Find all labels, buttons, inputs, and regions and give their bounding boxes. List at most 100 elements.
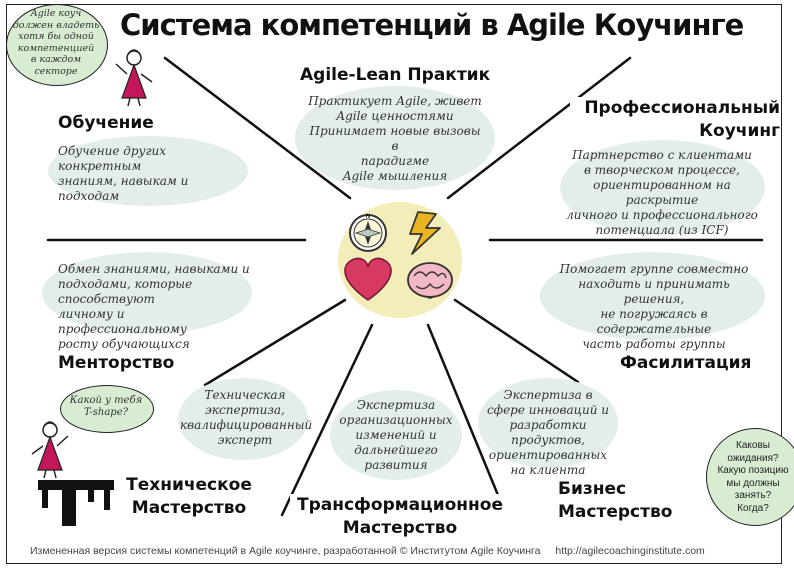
divider-bottom-left (280, 323, 374, 517)
bubble-line: Каковы (736, 440, 770, 451)
bubble-line: в каждом (30, 54, 82, 65)
blob-technical (178, 378, 308, 460)
bubble-line: занять? (734, 490, 772, 501)
desc-professional-coaching: Партнерство с клиентами в творческом про… (562, 148, 762, 238)
compass-icon: N (349, 213, 387, 252)
desc-line: находить и принимать решения, (578, 277, 730, 306)
divider-top-left (163, 56, 352, 200)
speech-bubble-bottom-right (706, 428, 794, 526)
speech-bubble-top-left (6, 4, 108, 86)
brain-icon (407, 262, 453, 299)
divider-lower-right (453, 298, 580, 384)
bubble-line: хотя бы одной (18, 31, 94, 42)
desc-line: в творческом процессе, (584, 163, 740, 177)
heading-facilitation: Фасилитация (620, 352, 752, 375)
desc-line: росту обучающихся (58, 337, 190, 351)
page-title: Система компетенций в Agile Коучинге (120, 8, 744, 42)
bubble-line: Когда? (737, 502, 769, 514)
desc-line: знаниям, навыкам и (58, 174, 189, 188)
blob-business (478, 378, 618, 468)
heading-line: Бизнес (558, 479, 627, 499)
blob-mentoring (42, 252, 252, 334)
bubble-line: Agile коуч (30, 8, 82, 19)
center-icons: N (338, 202, 462, 318)
blob-professional-coaching (560, 140, 765, 235)
footer-credit: Измененная версия системы компетенций в … (30, 545, 541, 557)
desc-line: квалифицированный (180, 418, 313, 432)
desc-line: подходами, которые способствуют (58, 277, 193, 306)
desc-line: подходам (58, 189, 120, 203)
blob-facilitation (540, 252, 765, 340)
divider-lower-left (203, 298, 347, 387)
desc-line: личному и профессиональному (58, 307, 187, 336)
desc-agile-lean: Практикует Agile, живет Agile ценностями… (305, 94, 485, 184)
bubble-text-bottom-right: Каковы ожидания? Какую позицию мы должны… (710, 440, 794, 515)
desc-line: часть работы группы (582, 337, 726, 351)
desc-business: Экспертиза в сфере инноваций и разработк… (478, 388, 618, 478)
diagram-frame (6, 4, 782, 564)
bubble-line: T-shape? (84, 407, 128, 418)
blob-teaching (48, 136, 248, 206)
desc-line: Agile ценностями (336, 109, 454, 123)
footer-link[interactable]: http://agilecoachinginstitute.com (555, 545, 705, 557)
desc-facilitation: Помогает группе совместно находить и при… (548, 262, 760, 352)
desc-line: ориентированных (488, 448, 608, 462)
desc-line: не погружаясь в содержательные (596, 307, 712, 336)
desc-technical: Техническая экспертиза, квалифицированны… (180, 388, 313, 448)
desc-transformational: Экспертиза организационных изменений и д… (332, 398, 460, 473)
desc-line: Принимает новые вызовы в (309, 124, 481, 153)
bubble-line: мы должны (726, 477, 780, 489)
desc-line: развития (364, 458, 428, 472)
desc-line: Agile мышления (342, 169, 448, 183)
bubble-line: ожидания? (727, 452, 779, 464)
desc-line: Партнерство с клиентами (572, 148, 752, 162)
t-shape-icon (38, 480, 114, 526)
divider-bottom-right (426, 323, 502, 502)
desc-line: Техническая (204, 388, 286, 402)
heading-agile-lean: Agile-Lean Практик (300, 64, 491, 87)
lightning-icon (409, 211, 441, 255)
blob-transformational (330, 390, 462, 480)
desc-line: разработки продуктов, (509, 418, 587, 447)
heading-business: Бизнес Мастерство (558, 478, 673, 524)
heart-icon (344, 257, 392, 301)
desc-line: личного и профессионального (566, 208, 758, 222)
desc-line: Обмен знаниями, навыками и (58, 262, 250, 276)
desc-teaching: Обучение других конкретным знаниям, навы… (58, 144, 243, 204)
heading-line: Техническое (126, 475, 252, 495)
divider-top-right (446, 56, 632, 200)
footer: Измененная версия системы компетенций в … (30, 545, 770, 557)
bubble-line: должен владеть (12, 19, 100, 31)
desc-line: ориентированном на раскрытие (593, 178, 731, 207)
desc-line: Обучение других конкретным (58, 144, 167, 173)
heading-transformational: Трансформационное Мастерство (290, 494, 510, 540)
desc-line: потенциала (из ICF) (595, 223, 729, 237)
heading-line: Коучинг (699, 121, 780, 141)
svg-text:N: N (366, 213, 371, 220)
desc-line: дальнейшего (354, 443, 438, 457)
heading-professional-coaching: Профессиональный Коучинг (570, 97, 780, 143)
desc-line: эксперт (217, 433, 273, 447)
heading-line: Профессиональный (584, 98, 780, 118)
stick-figure-icon (115, 49, 153, 107)
heading-line: Мастерство (558, 502, 673, 522)
speech-bubble-t-shape (60, 385, 154, 433)
desc-line: сфере инноваций и (486, 403, 610, 417)
bubble-line: Какой у тебя (69, 395, 143, 406)
bubble-line: компетенцией (17, 42, 95, 54)
heading-line: Мастерство (342, 518, 458, 538)
desc-line: Практикует Agile, живет (308, 94, 482, 108)
heading-line: Трансформационное (296, 495, 504, 515)
heading-teaching: Обучение (58, 112, 154, 135)
bubble-line: Какую позицию (717, 465, 789, 476)
desc-line: Помогает группе совместно (559, 262, 749, 276)
desc-line: парадигме (360, 154, 430, 168)
desc-line: на клиента (510, 463, 586, 477)
blob-agile-lean (295, 86, 495, 190)
heading-technical: Техническое Мастерство (124, 474, 254, 520)
desc-line: Экспертиза (356, 398, 436, 412)
desc-line: изменений и (355, 428, 437, 442)
heading-line: Мастерство (131, 498, 247, 518)
bubble-line: секторе (34, 65, 78, 77)
